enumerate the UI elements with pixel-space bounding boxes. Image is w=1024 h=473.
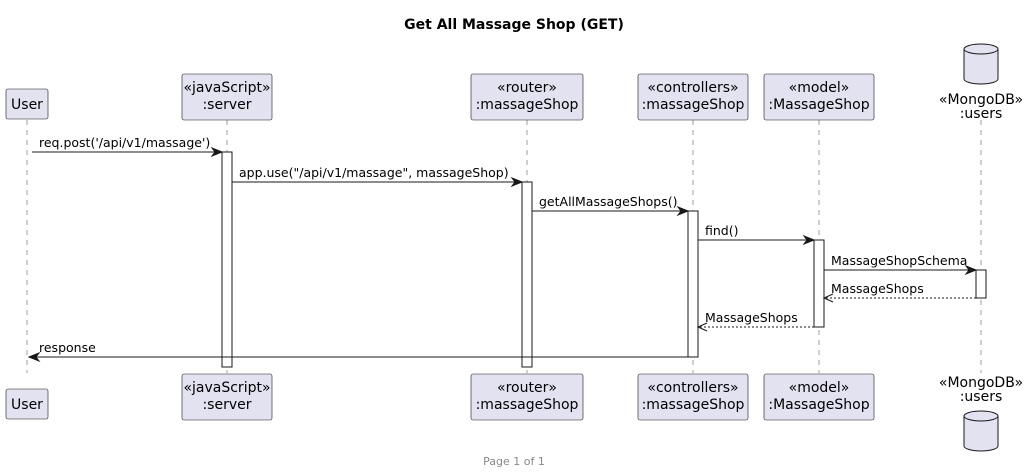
message-label: MassageShops [831, 281, 924, 296]
participant-controller-top: «controllers»:massageShop [637, 73, 749, 121]
participant-model-bottom: «model»:MassageShop [763, 373, 875, 421]
participant-label: «controllers» [647, 380, 738, 396]
participant-label: «model» [789, 380, 850, 396]
message-arrowhead [210, 146, 224, 158]
database-rim [963, 415, 999, 422]
activation-router [521, 181, 533, 368]
diagram-title: Get All Massage Shop (GET) [404, 17, 624, 33]
participant-label: :MassageShop [768, 97, 869, 113]
lifelines [26, 120, 982, 373]
participant-router-bottom: «router»:massageShop [470, 373, 584, 421]
participant-label: «javaScript» [183, 80, 270, 96]
activation-db [975, 269, 987, 299]
activation-bars [221, 151, 987, 368]
activation-controller [687, 210, 699, 358]
participant-db-top: «MongoDB»:users [939, 43, 1023, 122]
participant-server-bottom: «javaScript»:server [181, 373, 273, 421]
participant-user-top: User [5, 88, 49, 120]
message-2: app.use("/api/v1/massage", massageShop) [232, 165, 524, 188]
participant-label: «controllers» [647, 80, 738, 96]
participant-box [637, 73, 749, 121]
participant-box [5, 88, 49, 120]
participant-db-bottom: «MongoDB»:users [939, 375, 1023, 452]
participant-label: :server [202, 97, 251, 113]
message-label: req.post('/api/v1/massage') [39, 135, 210, 150]
participant-box [181, 73, 273, 121]
participant-box [763, 373, 875, 421]
participant-label: «javaScript» [183, 380, 270, 396]
participant-label: «MongoDB» [939, 92, 1023, 108]
message-label: app.use("/api/v1/massage", massageShop) [239, 165, 509, 180]
message-label: getAllMassageShops() [539, 194, 677, 209]
message-4: find() [698, 223, 816, 246]
participant-label: :server [202, 397, 251, 413]
participant-label: :massageShop [642, 397, 745, 413]
participant-label: User [11, 97, 43, 113]
database-icon [963, 43, 999, 85]
participant-user-bottom: User [5, 388, 49, 420]
messages: req.post('/api/v1/massage') app.use("/api… [27, 135, 978, 363]
message-arrowhead [822, 293, 834, 303]
page-footer: Page 1 of 1 [483, 455, 545, 468]
participant-label: «router» [497, 380, 557, 396]
participant-controller-bottom: «controllers»:massageShop [637, 373, 749, 421]
participant-server-top: «javaScript»:server [181, 73, 273, 121]
participant-model-top: «model»:MassageShop [763, 73, 875, 121]
participant-box [5, 388, 49, 420]
participant-label: «router» [497, 80, 557, 96]
participant-router-top: «router»:massageShop [470, 73, 584, 121]
participant-label: :users [960, 389, 1003, 405]
message-arrowhead [964, 264, 978, 276]
participant-label: :MassageShop [768, 397, 869, 413]
participant-label: «MongoDB» [939, 375, 1023, 391]
message-3: getAllMassageShops() [532, 194, 690, 217]
participant-label: «model» [789, 80, 850, 96]
message-8: response [27, 340, 688, 363]
participant-label: :massageShop [476, 397, 579, 413]
participant-box [470, 73, 584, 121]
participant-box [637, 373, 749, 421]
participant-label: :massageShop [476, 97, 579, 113]
participant-box [470, 373, 584, 421]
participant-label: User [11, 397, 43, 413]
participants: UserUser«javaScript»:server«javaScript»:… [5, 43, 1023, 452]
participant-box [181, 373, 273, 421]
participant-label: :users [960, 106, 1003, 122]
database-icon [963, 410, 999, 452]
message-label: find() [705, 223, 738, 238]
message-label: response [39, 340, 96, 355]
database-rim [963, 48, 999, 55]
message-arrowhead [802, 234, 816, 246]
message-label: MassageShops [705, 310, 798, 325]
message-arrowhead [27, 351, 41, 363]
message-1: req.post('/api/v1/massage') [32, 135, 224, 158]
message-6: MassageShops [822, 281, 976, 303]
participant-label: :massageShop [642, 97, 745, 113]
message-arrowhead [676, 205, 690, 217]
message-5: MassageShopSchema [824, 253, 978, 276]
activation-server [221, 151, 233, 368]
participant-box [763, 73, 875, 121]
message-arrowhead [696, 322, 708, 332]
message-arrowhead [510, 176, 524, 188]
message-label: MassageShopSchema [831, 253, 967, 268]
message-7: MassageShops [696, 310, 814, 332]
activation-model [813, 239, 825, 328]
